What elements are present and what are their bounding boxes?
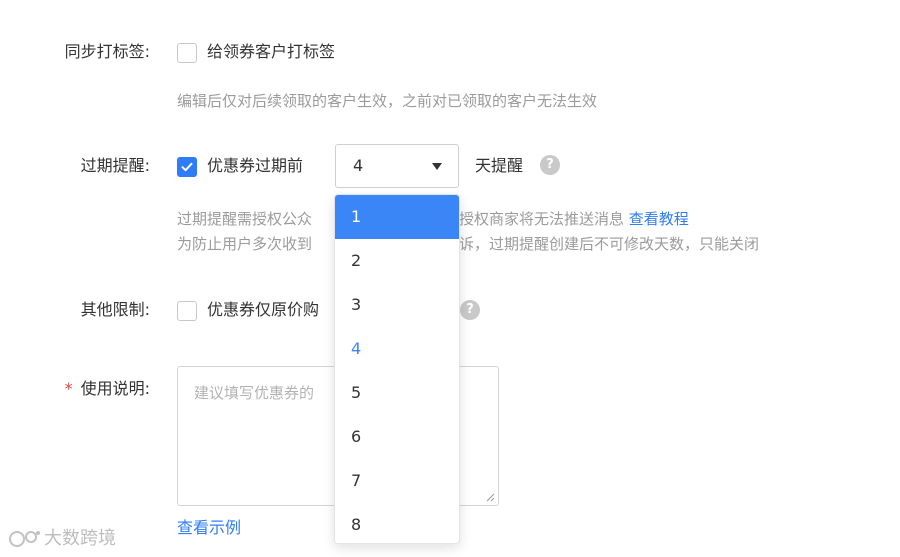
dropdown-option[interactable]: 2 bbox=[351, 251, 362, 270]
view-tutorial-link[interactable]: 查看教程 bbox=[628, 210, 689, 228]
expiry-hint-line1-right: 授权商家将无法推送消息 查看教程 bbox=[459, 208, 689, 230]
watermark-text: 大数跨境 bbox=[44, 528, 116, 549]
sync-tag-hint: 编辑后仅对后续领取的客户生效，之前对已领取的客户无法生效 bbox=[177, 92, 598, 110]
expiry-hint-line2-left: 为防止用户多次收到 bbox=[177, 235, 313, 253]
dropdown-option[interactable]: 7 bbox=[351, 471, 362, 490]
watermark: 大数跨境 bbox=[8, 527, 116, 551]
reminder-days-select[interactable]: 4 bbox=[335, 144, 459, 188]
reminder-days-dropdown[interactable]: 1 2 3 4 5 6 7 8 bbox=[334, 194, 460, 544]
usage-note-placeholder: 建议填写优惠券的 bbox=[194, 384, 315, 402]
dropdown-option[interactable]: 1 bbox=[335, 195, 459, 239]
view-example-link[interactable]: 查看示例 bbox=[177, 518, 242, 537]
expiry-reminder-suffix: 天提醒 bbox=[475, 156, 524, 175]
expiry-hint-line1-left: 过期提醒需授权公众 bbox=[177, 210, 313, 228]
watermark-logo-icon bbox=[9, 531, 40, 547]
help-icon[interactable]: ? bbox=[460, 300, 480, 320]
other-limits-checkbox-label[interactable]: 优惠券仅原价购 bbox=[207, 300, 320, 319]
dropdown-option[interactable]: 8 bbox=[351, 515, 362, 534]
reminder-days-value: 4 bbox=[353, 156, 364, 175]
dropdown-option[interactable]: 5 bbox=[351, 383, 362, 402]
expiry-reminder-checkbox[interactable] bbox=[177, 157, 197, 177]
sync-tag-checkbox-label[interactable]: 给领券客户打标签 bbox=[207, 42, 336, 61]
sync-tag-checkbox[interactable] bbox=[177, 43, 197, 63]
usage-note-label-text: 使用说明: bbox=[80, 379, 150, 398]
other-limits-label: 其他限制: bbox=[80, 300, 150, 319]
expiry-hint-line2-right: 诉，过期提醒创建后不可修改天数，只能关闭 bbox=[459, 235, 760, 253]
dropdown-option[interactable]: 4 bbox=[351, 339, 362, 358]
caret-down-icon bbox=[432, 163, 442, 170]
usage-note-label: * 使用说明: bbox=[40, 378, 150, 400]
expiry-reminder-label: 过期提醒: bbox=[80, 156, 150, 175]
resize-handle-icon[interactable] bbox=[485, 492, 495, 502]
other-limits-checkbox[interactable] bbox=[177, 301, 197, 321]
dropdown-option[interactable]: 6 bbox=[351, 427, 362, 446]
help-icon[interactable]: ? bbox=[540, 155, 560, 175]
dropdown-option[interactable]: 3 bbox=[351, 295, 362, 314]
checkmark-icon bbox=[181, 162, 193, 172]
expiry-hint-line1-text: 授权商家将无法推送消息 bbox=[459, 210, 625, 228]
sync-tag-label: 同步打标签: bbox=[64, 42, 150, 61]
required-mark: * bbox=[64, 379, 73, 398]
expiry-reminder-prefix[interactable]: 优惠券过期前 bbox=[207, 156, 304, 175]
